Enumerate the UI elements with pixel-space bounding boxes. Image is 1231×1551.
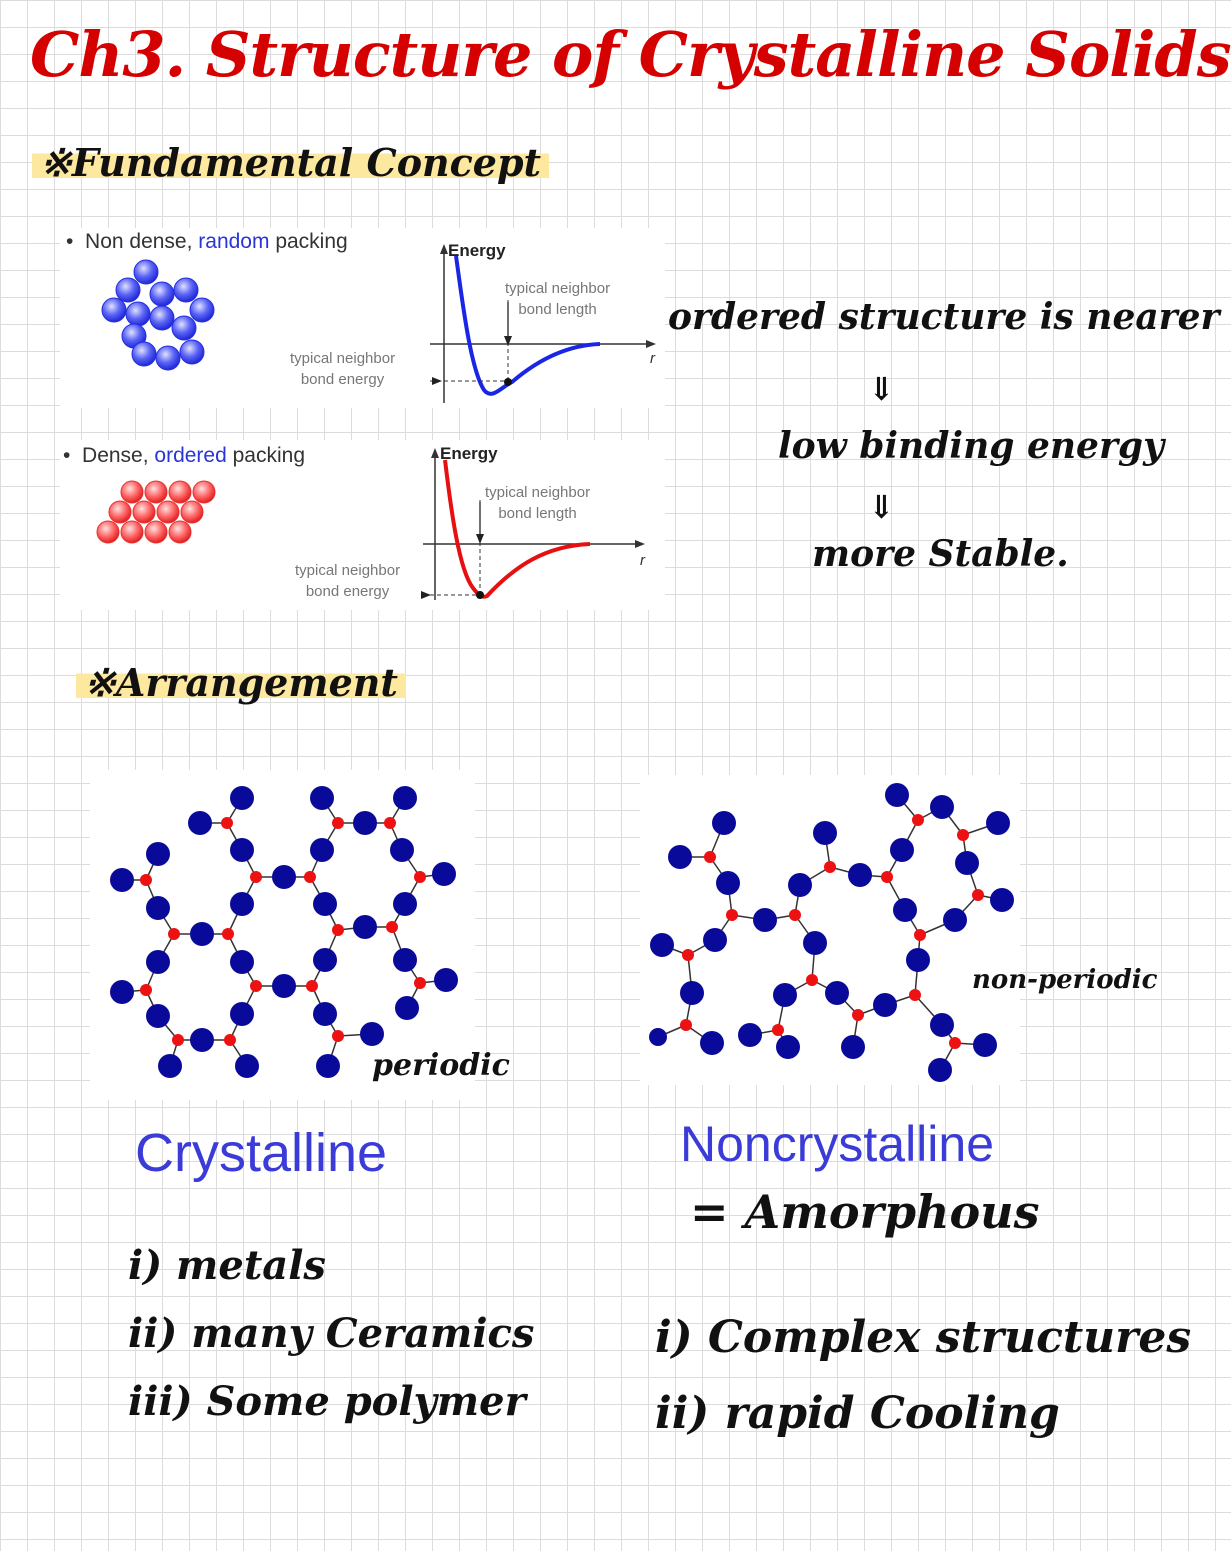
random-energy-axis-label: Energy — [448, 241, 506, 260]
random-energy-curve-graph — [430, 244, 656, 403]
ordered-packing-panel: • Dense, ordered packing typical neighbo… — [60, 440, 665, 610]
random-curve — [454, 255, 601, 396]
random-balls-cluster — [101, 259, 215, 371]
noncrystalline-blue-atoms — [649, 783, 1014, 1082]
ordered-packing-caption: • Dense, ordered packing — [63, 444, 306, 467]
crystalline-lattice-diagram — [90, 770, 475, 1100]
note-low-binding-energy: low binding energy — [778, 425, 1164, 467]
ordered-balls — [96, 480, 216, 544]
crystalline-example-3: iii) Some polymer — [128, 1378, 526, 1425]
crystalline-periodic-note: periodic — [372, 1048, 510, 1083]
ordered-curve — [443, 459, 591, 599]
noncrystalline-cause-1: i) Complex structures — [655, 1312, 1192, 1363]
ordered-balls-cluster — [96, 480, 216, 544]
crystalline-example-1: i) metals — [128, 1242, 326, 1289]
crystalline-red-atoms — [140, 817, 426, 1046]
section-heading-fundamental: ※Fundamental Concept — [32, 140, 550, 185]
noncrystalline-red-atoms — [680, 814, 984, 1049]
random-bond-energy-label: typical neighbor bond energy — [290, 350, 396, 388]
random-balls — [101, 259, 215, 371]
note-more-stable: more Stable. — [812, 533, 1069, 575]
noncrystalline-nonperiodic-note: non-periodic — [972, 965, 1158, 995]
page-title: Ch3. Structure of Crystalline Solids — [30, 18, 1231, 91]
ordered-r-axis-label: r — [640, 552, 645, 569]
ordered-bond-energy-label: typical neighbor bond energy — [295, 562, 401, 600]
note-ordered-structure: ordered structure is nearer — [668, 296, 1220, 338]
random-packing-caption: • Non dense, random packing — [66, 230, 348, 253]
noncrystalline-label: Noncrystalline — [680, 1116, 995, 1172]
ordered-energy-curve-graph — [421, 448, 645, 600]
noncrystalline-causes-list: i) Complex structures ii) rapid Cooling — [655, 1300, 1191, 1452]
section-heading-arrangement: ※Arrangement — [76, 660, 406, 705]
noncrystalline-cause-2: ii) rapid Cooling — [655, 1388, 1060, 1439]
ordered-bond-length-label: typical neighbor bond length — [485, 484, 591, 522]
random-packing-panel: • Non dense, random packing typical neig… — [60, 228, 665, 408]
crystalline-example-2: ii) many Ceramics — [128, 1310, 535, 1357]
crystalline-label: Crystalline — [135, 1123, 388, 1183]
crystalline-blue-atoms — [110, 786, 458, 1078]
amorphous-label: = Amorphous — [690, 1185, 1040, 1239]
random-bond-length-label: typical neighbor bond length — [505, 280, 611, 318]
note-arrow-2: ⇓ — [868, 488, 895, 526]
crystalline-examples-list: i) metals ii) many Ceramics iii) Some po… — [128, 1232, 534, 1436]
random-r-axis-label: r — [650, 350, 655, 367]
noncrystalline-network-diagram — [640, 775, 1020, 1085]
ordered-energy-axis-label: Energy — [440, 444, 498, 463]
note-arrow-1: ⇓ — [868, 370, 895, 408]
